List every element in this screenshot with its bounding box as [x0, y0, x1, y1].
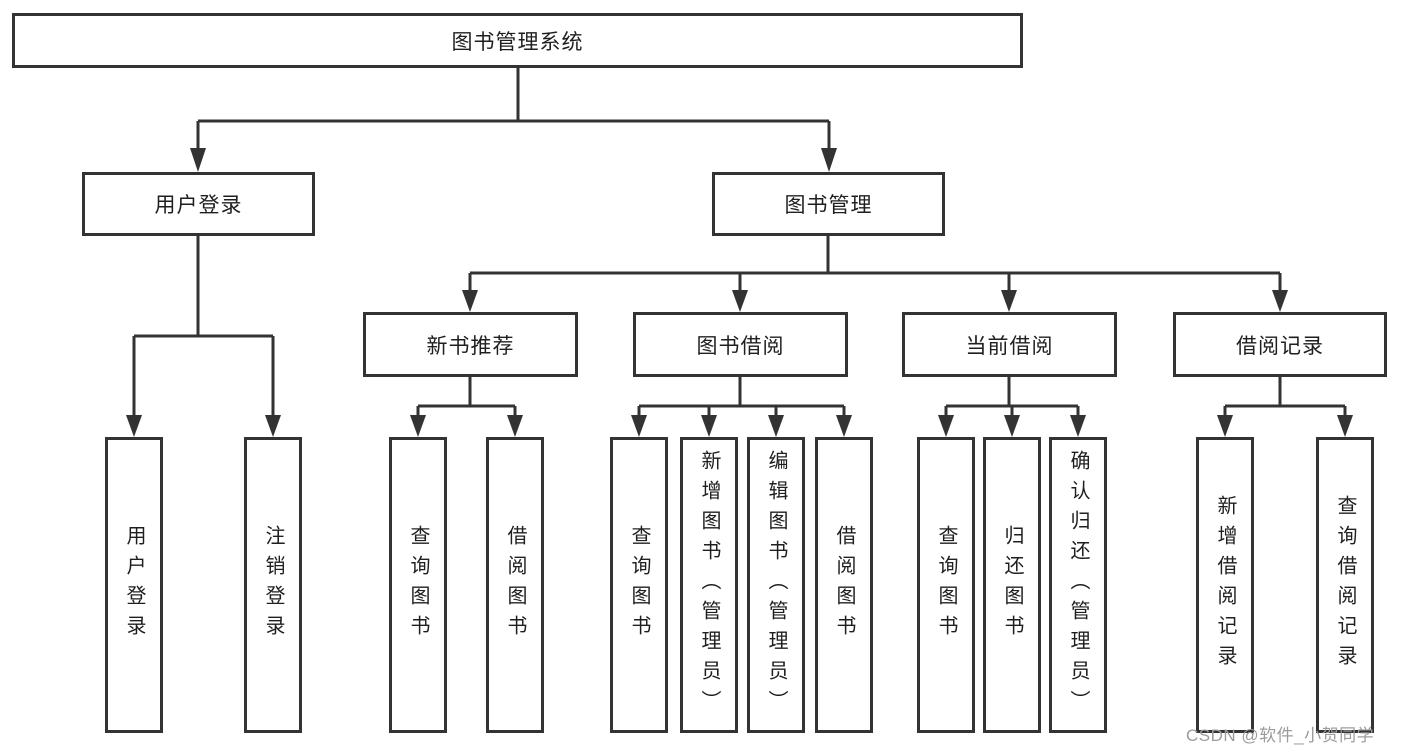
arrow-icon — [1070, 415, 1086, 437]
leaf-label: 新增借阅记录 — [1214, 495, 1236, 675]
connector-strokes — [132, 68, 1347, 416]
leaf-query-borrow-record: 查询借阅记录 — [1316, 437, 1374, 733]
node-user-login: 用户登录 — [82, 172, 315, 236]
leaf-label: 查询图书 — [935, 525, 957, 645]
leaf-label: 用户登录 — [123, 525, 145, 645]
leaf-return-book: 归还图书 — [983, 437, 1041, 733]
leaf-edit-book-admin: 编辑图书（管理员） — [747, 437, 805, 733]
leaf-label: 查询借阅记录 — [1334, 495, 1356, 675]
arrow-icon — [1004, 415, 1020, 437]
edge-root-to-level2 — [196, 68, 831, 150]
node-borrow-records: 借阅记录 — [1173, 312, 1387, 377]
leaf-label: 查询图书 — [628, 525, 650, 645]
node-new-book-recommend: 新书推荐 — [363, 312, 578, 377]
leaf-borrow-books-recommend: 借阅图书 — [486, 437, 544, 733]
leaf-label: 借阅图书 — [833, 525, 855, 645]
node-library-management-system: 图书管理系统 — [12, 13, 1023, 68]
arrow-icon — [701, 415, 717, 437]
leaf-label: 确认归还（管理员） — [1067, 450, 1089, 720]
arrow-icon — [190, 148, 206, 172]
leaf-confirm-return-admin: 确认归还（管理员） — [1049, 437, 1107, 733]
arrow-icon — [836, 415, 852, 437]
leaf-user-login: 用户登录 — [105, 437, 163, 733]
edge-records-to-leaves — [1223, 377, 1347, 416]
node-book-management: 图书管理 — [712, 172, 945, 236]
leaf-borrow-books-borrow: 借阅图书 — [815, 437, 873, 733]
arrow-icon — [631, 415, 647, 437]
arrow-icon — [821, 148, 837, 172]
arrow-icon — [1272, 290, 1288, 312]
leaf-add-borrow-record: 新增借阅记录 — [1196, 437, 1254, 733]
leaf-label: 注销登录 — [262, 525, 284, 645]
edge-recommend-to-leaves — [416, 377, 517, 416]
csdn-watermark: CSDN @软件_小贺同学 — [1186, 726, 1375, 745]
leaf-query-books-current: 查询图书 — [917, 437, 975, 733]
leaf-query-books-borrow: 查询图书 — [610, 437, 668, 733]
edge-userlogin-to-leaves — [132, 236, 275, 416]
arrow-icon — [1337, 415, 1353, 437]
arrow-icon — [768, 415, 784, 437]
arrow-icon — [507, 415, 523, 437]
arrow-icon — [732, 290, 748, 312]
leaf-logout: 注销登录 — [244, 437, 302, 733]
edge-bookmgmt-to-level3 — [468, 236, 1282, 291]
node-book-borrow: 图书借阅 — [633, 312, 848, 377]
edge-current-to-leaves — [944, 377, 1080, 416]
leaf-label: 归还图书 — [1001, 525, 1023, 645]
node-current-borrow: 当前借阅 — [902, 312, 1117, 377]
leaf-add-book-admin: 新增图书（管理员） — [680, 437, 738, 733]
arrow-icon — [410, 415, 426, 437]
arrow-icon — [265, 415, 281, 437]
leaf-label: 借阅图书 — [504, 525, 526, 645]
arrow-icon — [126, 415, 142, 437]
arrow-icon — [1217, 415, 1233, 437]
leaf-label: 编辑图书（管理员） — [765, 450, 787, 720]
leaf-query-books-recommend: 查询图书 — [389, 437, 447, 733]
leaf-label: 新增图书（管理员） — [698, 450, 720, 720]
arrowheads — [126, 148, 1353, 437]
leaf-label: 查询图书 — [407, 525, 429, 645]
arrow-icon — [462, 290, 478, 312]
arrow-icon — [938, 415, 954, 437]
arrow-icon — [1001, 290, 1017, 312]
edge-borrow-to-leaves — [637, 377, 846, 416]
